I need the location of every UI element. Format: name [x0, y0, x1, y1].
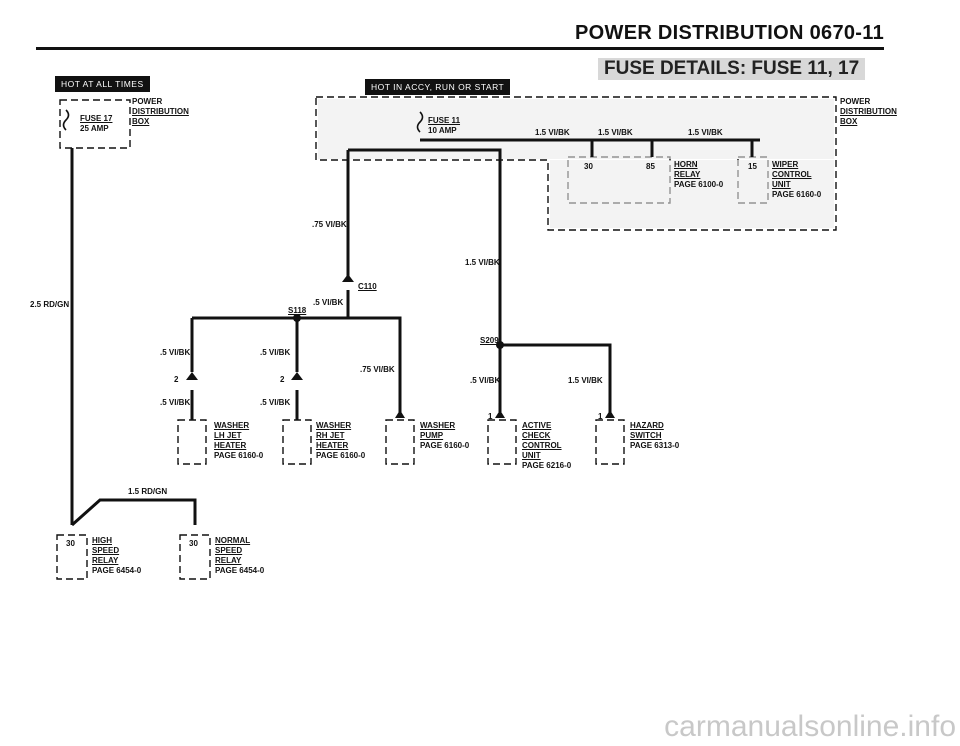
splice-s209: S209	[480, 336, 499, 345]
fuse11-amp: 10 AMP	[428, 126, 457, 135]
high-speed-relay-box	[56, 534, 88, 580]
wire-haz: 1.5 VI/BK	[568, 376, 603, 385]
hot-in-accy-tag: HOT IN ACCY, RUN OR START	[365, 79, 511, 95]
hazard-switch-box	[595, 419, 625, 465]
haz-l1: HAZARD	[630, 421, 664, 430]
acc-page: PAGE 6216-0	[522, 461, 572, 470]
left-pdb-label2: DISTRIBUTION	[132, 107, 189, 116]
rh-l2: RH JET	[316, 431, 345, 440]
pump-l1: WASHER	[420, 421, 456, 430]
page-subtitle: FUSE DETAILS: FUSE 11, 17	[598, 58, 866, 80]
wire-15-mid: 1.5 VI/BK	[465, 258, 500, 267]
rh-jet-heater-box	[282, 419, 312, 465]
splice-s118: S118	[288, 306, 307, 315]
high-l1: HIGH	[92, 536, 112, 545]
washer-pump-box	[385, 419, 415, 465]
wire-1-5-rdgn	[71, 498, 197, 527]
haz-l2: SWITCH	[630, 431, 662, 440]
bus-wire-b: 1.5 VI/BK	[598, 128, 633, 137]
wiper-pin: 15	[748, 162, 757, 171]
wiper-label3: UNIT	[772, 180, 791, 189]
power-distribution-box	[315, 96, 837, 231]
lh-l1: WASHER	[214, 421, 250, 430]
wire-main-left: 2.5 RD/GN	[30, 300, 70, 309]
right-pdb-label1: POWER	[840, 97, 871, 106]
wire-lh-bottom: .5 VI/BK	[160, 398, 191, 407]
wire-1-5-vibk-mid	[348, 148, 502, 345]
header-rule	[36, 47, 884, 50]
normal-l2: SPEED	[215, 546, 243, 555]
watermark-text: carmanualsonline.info	[664, 710, 956, 743]
acc-l2: CHECK	[522, 431, 551, 440]
acc-l1: ACTIVE	[522, 421, 552, 430]
wiper-page: PAGE 6160-0	[772, 190, 822, 199]
high-l2: SPEED	[92, 546, 120, 555]
horn-pin-85: 85	[646, 162, 655, 171]
wire-speed: 1.5 RD/GN	[128, 487, 168, 496]
hot-at-all-times-tag: HOT AT ALL TIMES	[55, 76, 150, 92]
right-pdb-label2: DISTRIBUTION	[840, 107, 897, 116]
active-check-box	[487, 419, 517, 465]
wire-rh-top: .5 VI/BK	[260, 348, 291, 357]
lh-l2: LH JET	[214, 431, 242, 440]
connector-c110: C110	[358, 282, 377, 291]
bus-wire-a: 1.5 VI/BK	[535, 128, 570, 137]
lh-page: PAGE 6160-0	[214, 451, 264, 460]
pin-acc: 1	[488, 412, 493, 421]
wiper-label2: CONTROL	[772, 170, 812, 179]
pump-page: PAGE 6160-0	[420, 441, 470, 450]
page-title: POWER DISTRIBUTION 0670-11	[575, 22, 884, 44]
horn-label1: HORN	[674, 160, 698, 169]
fuse17-label: FUSE 17	[80, 114, 113, 123]
horn-page: PAGE 6100-0	[674, 180, 724, 189]
rh-l1: WASHER	[316, 421, 352, 430]
acc-l3: CONTROL	[522, 441, 562, 450]
high-pin: 30	[66, 539, 75, 548]
pin-rh: 2	[280, 375, 285, 384]
wire-pump: .75 VI/BK	[360, 365, 395, 374]
high-l3: RELAY	[92, 556, 119, 565]
fuse17-amp: 25 AMP	[80, 124, 109, 133]
normal-pin: 30	[189, 539, 198, 548]
s118-bus	[192, 316, 402, 418]
normal-speed-relay-box	[179, 534, 211, 580]
haz-page: PAGE 6313-0	[630, 441, 680, 450]
right-pdb-label3: BOX	[840, 117, 858, 126]
wire-s118: .5 VI/BK	[313, 298, 344, 307]
lh-l3: HEATER	[214, 441, 247, 450]
pump-l2: PUMP	[420, 431, 444, 440]
left-pdb-label3: BOX	[132, 117, 150, 126]
wire-acc: .5 VI/BK	[470, 376, 501, 385]
acc-l4: UNIT	[522, 451, 541, 460]
high-page: PAGE 6454-0	[92, 566, 142, 575]
rh-page: PAGE 6160-0	[316, 451, 366, 460]
rh-l3: HEATER	[316, 441, 349, 450]
fuse11-label: FUSE 11	[428, 116, 461, 125]
normal-page: PAGE 6454-0	[215, 566, 265, 575]
wire-075-upper: .75 VI/BK	[312, 220, 347, 229]
bus-wire-c: 1.5 VI/BK	[688, 128, 723, 137]
horn-pin-30: 30	[584, 162, 593, 171]
pin-haz: 1	[598, 412, 603, 421]
s209-bus	[500, 343, 612, 418]
wiper-label1: WIPER	[772, 160, 799, 169]
lh-jet-heater-box	[177, 419, 207, 465]
wire-rh-bottom: .5 VI/BK	[260, 398, 291, 407]
normal-l3: RELAY	[215, 556, 242, 565]
left-pdb-label1: POWER	[132, 97, 163, 106]
wire-lh-top: .5 VI/BK	[160, 348, 191, 357]
horn-label2: RELAY	[674, 170, 701, 179]
fuse17-box	[59, 99, 131, 149]
pin-lh: 2	[174, 375, 179, 384]
normal-l1: NORMAL	[215, 536, 251, 545]
